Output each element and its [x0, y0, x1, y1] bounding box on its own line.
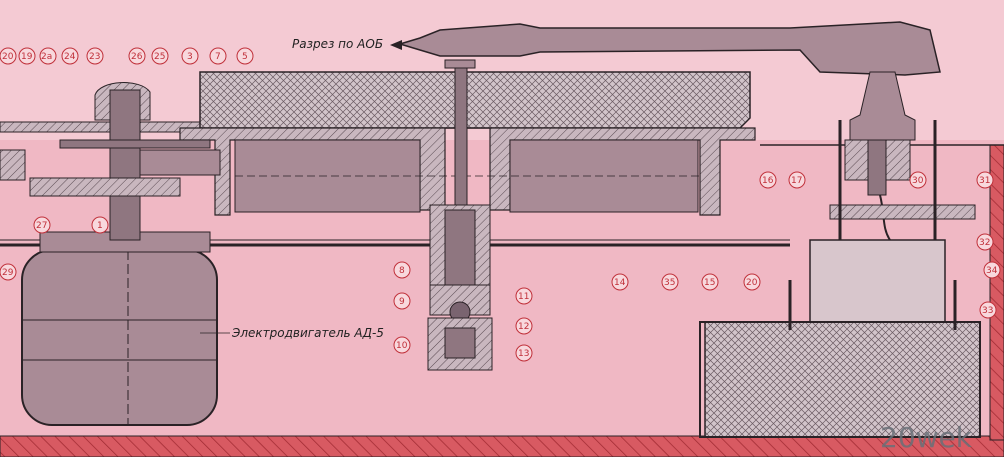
callout-17: 17: [791, 176, 802, 186]
electric-motor: [21, 249, 218, 426]
motor-caption: Электродвигатель АД-5: [231, 326, 384, 340]
callout-5: 5: [242, 52, 248, 62]
callout-33: 33: [982, 306, 993, 316]
callout-19: 19: [21, 52, 33, 62]
callout-29: 29: [2, 268, 14, 278]
callout-34: 34: [986, 266, 998, 276]
callout-15: 15: [704, 278, 715, 288]
callout-20b: 20: [746, 278, 758, 288]
callout-12: 12: [518, 322, 529, 332]
support-box: [704, 321, 981, 438]
tonearm-base: [829, 204, 976, 220]
right-wall: [989, 144, 1004, 441]
callout-9: 9: [399, 297, 405, 307]
callout-23: 23: [89, 52, 100, 62]
base-board: [0, 435, 1004, 457]
callout-7: 7: [215, 52, 221, 62]
callout-8: 8: [399, 266, 405, 276]
platter-body: [179, 127, 756, 216]
callout-27: 27: [36, 221, 47, 231]
callout-24: 24: [64, 52, 76, 62]
platter-rubber-mat: [199, 71, 751, 129]
part-number-callouts: 20 19 2а 24 23 26 25 3 7 5 27 1 29 8 9 1…: [0, 47, 1001, 362]
tonearm-pivot: [849, 71, 916, 141]
callout-13: 13: [518, 349, 529, 359]
callout-2a: 2а: [41, 52, 52, 62]
callout-31: 31: [979, 176, 990, 186]
callout-3: 3: [187, 52, 193, 62]
callout-16: 16: [762, 176, 774, 186]
callout-25: 25: [154, 52, 165, 62]
section-caption: Разрез по АОБ: [292, 37, 383, 51]
callout-20a: 20: [2, 52, 14, 62]
callout-35: 35: [664, 278, 675, 288]
callout-26: 26: [131, 52, 143, 62]
watermark: 20wek: [880, 421, 973, 454]
callout-11: 11: [518, 292, 529, 302]
callout-14: 14: [614, 278, 626, 288]
mounting-block: [809, 239, 946, 326]
callout-10: 10: [396, 341, 408, 351]
callout-32: 32: [979, 238, 990, 248]
callout-30: 30: [912, 176, 924, 186]
tonearm: [397, 21, 941, 76]
callout-1: 1: [97, 221, 103, 231]
